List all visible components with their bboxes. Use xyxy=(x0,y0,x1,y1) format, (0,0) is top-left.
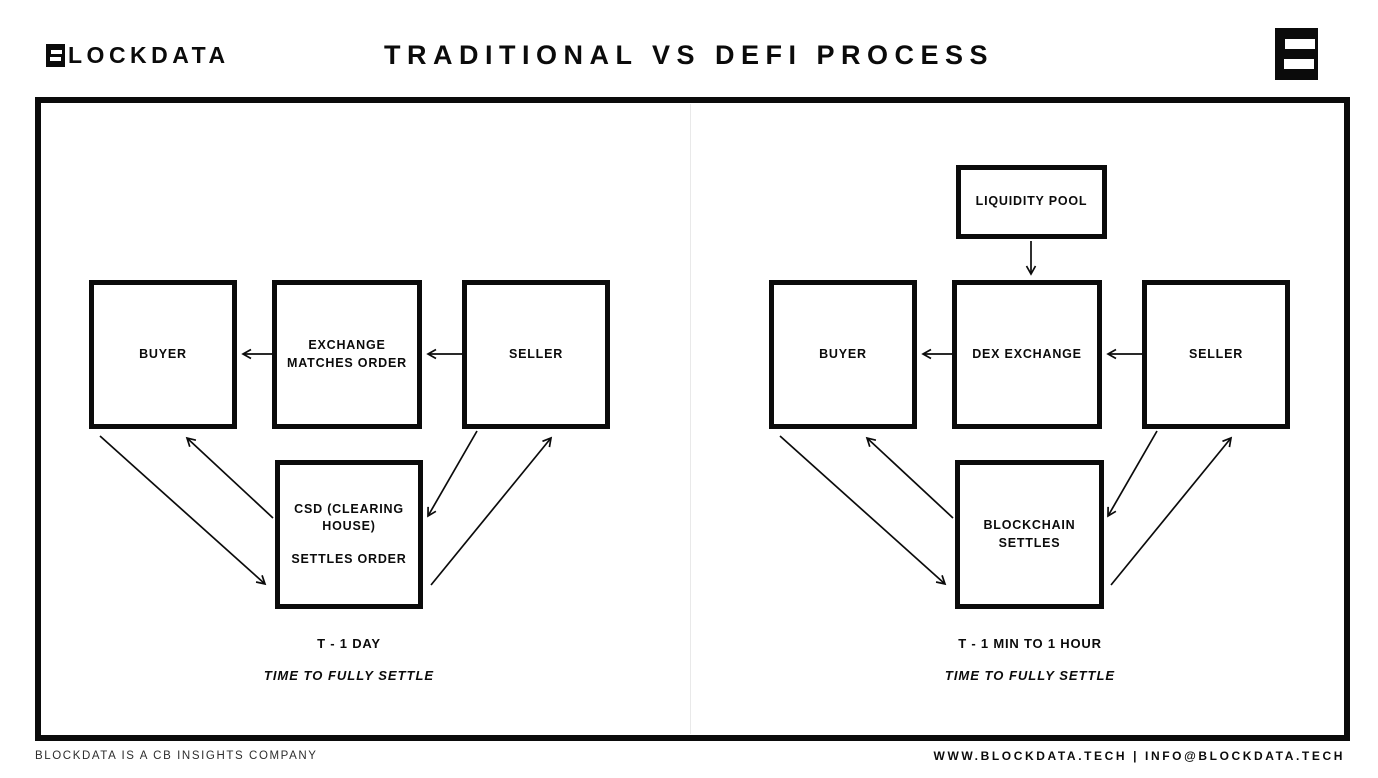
node-label: SETTLES ORDER xyxy=(291,551,407,566)
node-label: DEX EXCHANGE xyxy=(972,346,1082,361)
node-liquidity-pool: LIQUIDITY POOL xyxy=(956,165,1107,239)
node-dex-exchange: DEX EXCHANGE xyxy=(952,280,1102,429)
node-buyer-defi: BUYER xyxy=(769,280,917,429)
time-label-defi: TIME TO FULLY SETTLE xyxy=(944,668,1116,683)
diagram-frame xyxy=(35,97,1350,741)
block-icon xyxy=(46,44,65,67)
page-title: TRADITIONAL VS DEFI PROCESS xyxy=(383,40,995,70)
center-divider xyxy=(690,104,691,734)
node-label: BLOCKCHAIN SETTLES xyxy=(983,518,1076,550)
footer-contact: WWW.BLOCKDATA.TECH | INFO@BLOCKDATA.TECH xyxy=(933,749,1345,763)
footer-company-note: BLOCKDATA IS A CB INSIGHTS COMPANY xyxy=(35,750,318,762)
node-csd-clearing-house: CSD (CLEARING HOUSE) SETTLES ORDER xyxy=(275,460,423,609)
block-icon-large xyxy=(1275,28,1318,80)
node-label: CSD (CLEARING HOUSE) xyxy=(294,501,404,534)
block-icon-bar xyxy=(1285,39,1315,49)
time-label-traditional: TIME TO FULLY SETTLE xyxy=(263,668,435,683)
node-exchange-matches-order: EXCHANGE MATCHES ORDER xyxy=(272,280,422,429)
node-label: SELLER xyxy=(508,346,564,361)
node-label: EXCHANGE MATCHES ORDER xyxy=(287,338,407,370)
node-seller-traditional: SELLER xyxy=(462,280,610,429)
node-label: BUYER xyxy=(819,346,867,361)
node-seller-defi: SELLER xyxy=(1142,280,1290,429)
block-icon-bar xyxy=(1284,59,1314,69)
blockdata-logo: LOCKDATA xyxy=(46,44,230,67)
logo-text: LOCKDATA xyxy=(68,42,230,68)
node-label: SELLER xyxy=(1188,346,1244,361)
block-icon-bar xyxy=(50,57,61,61)
node-label: LIQUIDITY POOL xyxy=(975,194,1088,209)
node-buyer-traditional: BUYER xyxy=(89,280,237,429)
node-label: BUYER xyxy=(139,346,187,361)
time-value-defi: T - 1 MIN TO 1 HOUR xyxy=(958,636,1102,651)
block-icon-bar xyxy=(51,50,62,54)
node-blockchain-settles: BLOCKCHAIN SETTLES xyxy=(955,460,1104,609)
time-value-traditional: T - 1 DAY xyxy=(317,636,381,651)
